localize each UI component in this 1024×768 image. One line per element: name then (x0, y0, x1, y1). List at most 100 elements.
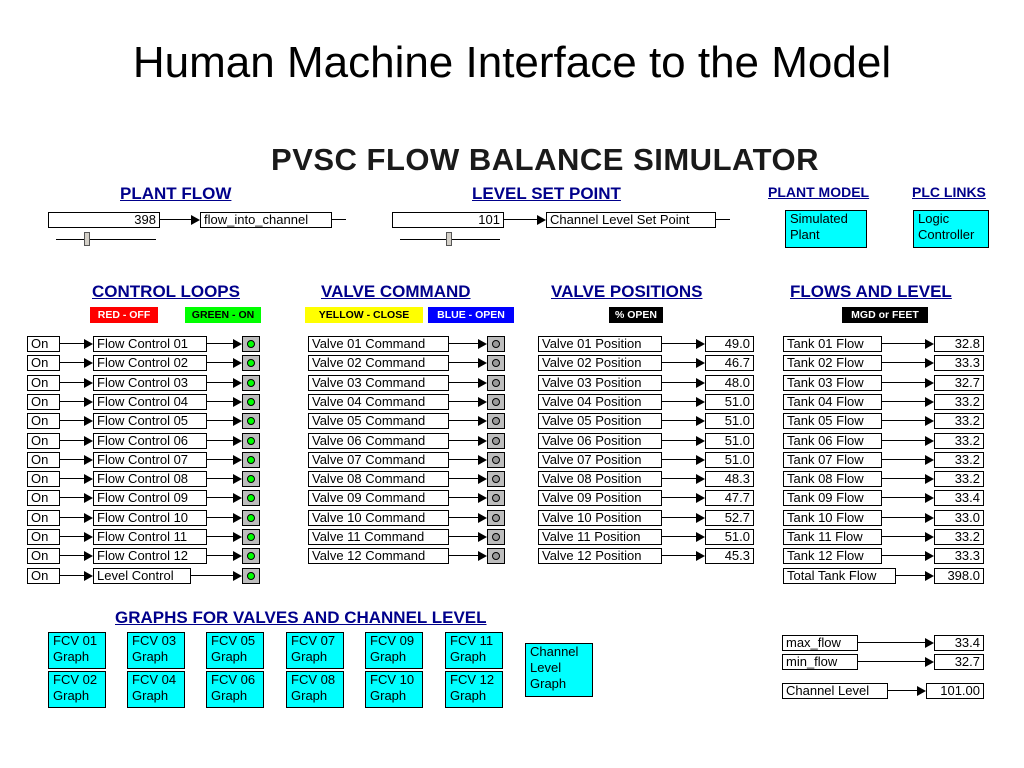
valve-position-label: Valve 09 Position (538, 490, 662, 507)
loop-state-toggle[interactable]: On (27, 432, 60, 449)
flow-value: 33.0 (934, 509, 984, 526)
loop-arrow (60, 510, 93, 526)
flow-value: 33.2 (934, 432, 984, 449)
valve-status-lamp (487, 490, 505, 507)
loop-status-dot (247, 533, 255, 541)
loop-name: Flow Control 03 (93, 374, 207, 391)
valve-command-arrow (449, 471, 487, 487)
plant-flow-value[interactable]: 398 (48, 212, 160, 228)
graph-label: FCV 01 (53, 633, 98, 648)
loop-state-toggle[interactable]: On (27, 451, 60, 468)
loop-name: Flow Control 11 (93, 529, 207, 545)
loop-state-toggle[interactable]: On (27, 355, 60, 372)
loop-status-lamp (242, 393, 260, 410)
loop-state-toggle[interactable]: On (27, 413, 60, 430)
valve-position-label: Valve 12 Position (538, 548, 662, 565)
loop-state-toggle[interactable]: On (27, 471, 60, 488)
loop-state-toggle[interactable]: On (27, 567, 60, 584)
valve-position-value: 51.0 (705, 413, 754, 430)
legend-percent-open: % OPEN (609, 307, 663, 323)
loop-name: Flow Control 04 (93, 393, 207, 410)
graph-label: Graph (53, 649, 90, 664)
valve-command-button[interactable]: Valve 05 Command (308, 413, 449, 430)
valve-position-arrow (662, 375, 705, 391)
legend-mgd-or-feet: MGD or FEET (842, 307, 928, 323)
valve-command-button[interactable]: Valve 04 Command (308, 393, 449, 410)
valve-command-button[interactable]: Valve 07 Command (308, 451, 449, 468)
loop-state-toggle[interactable]: On (27, 529, 60, 545)
loop-status-lamp (242, 548, 260, 565)
valve-position-value: 48.3 (705, 471, 754, 488)
valve-command-button[interactable]: Valve 09 Command (308, 490, 449, 507)
valve-command-button[interactable]: Valve 12 Command (308, 548, 449, 565)
channel-level-graph-button[interactable]: Channel Level Graph (525, 643, 593, 697)
level-set-point-slider-thumb[interactable] (446, 232, 452, 246)
loop-state-toggle[interactable]: On (27, 548, 60, 565)
min-flow-value: 32.7 (934, 654, 984, 670)
simulated-plant-button[interactable]: Simulated Plant (785, 210, 867, 248)
valve-command-button[interactable]: Valve 02 Command (308, 355, 449, 372)
loop-arrow (207, 433, 242, 449)
plant-flow-slider-thumb[interactable] (84, 232, 90, 246)
valve-command-button[interactable]: Valve 03 Command (308, 374, 449, 391)
min-flow-label: min_flow (782, 654, 858, 670)
loop-name: Flow Control 09 (93, 490, 207, 507)
loop-status-dot (247, 340, 255, 348)
valve-status-lamp (487, 509, 505, 526)
valve-status-lamp (487, 413, 505, 430)
valve-position-arrow (662, 471, 705, 487)
valve-status-dot (492, 494, 500, 503)
flow-arrow (882, 355, 934, 371)
loop-status-lamp (242, 471, 260, 488)
valve-command-button[interactable]: Valve 10 Command (308, 509, 449, 526)
valve-status-dot (492, 552, 500, 561)
loop-state-toggle[interactable]: On (27, 374, 60, 391)
loop-state-toggle[interactable]: On (27, 393, 60, 410)
valve-positions-heading: VALVE POSITIONS (551, 282, 703, 301)
graph-label: Graph (132, 649, 169, 664)
loop-arrow (207, 336, 242, 352)
flow-label: Tank 10 Flow (783, 509, 882, 526)
valve-status-dot (492, 417, 500, 426)
loop-arrow (60, 433, 93, 449)
loop-status-dot (247, 513, 255, 522)
valve-command-button[interactable]: Valve 11 Command (308, 529, 449, 545)
channel-level-arrow (888, 683, 926, 699)
loop-status-lamp (242, 336, 260, 352)
channel-graph-line2: Level (530, 660, 562, 675)
graph-label: FCV 12 (450, 672, 495, 687)
valve-command-button[interactable]: Valve 08 Command (308, 471, 449, 488)
loop-state-toggle[interactable]: On (27, 509, 60, 526)
plant-flow-tag: flow_into_channel (200, 212, 332, 228)
valve-command-button[interactable]: Valve 01 Command (308, 336, 449, 352)
valve-position-label: Valve 03 Position (538, 374, 662, 391)
plant-flow-tail (332, 219, 346, 220)
valve-position-label: Valve 02 Position (538, 355, 662, 372)
valve-command-button[interactable]: Valve 06 Command (308, 432, 449, 449)
graph-label: FCV 06 (211, 672, 256, 687)
flow-arrow (882, 490, 934, 506)
valve-status-lamp (487, 355, 505, 372)
level-set-point-value[interactable]: 101 (392, 212, 504, 228)
loop-state-toggle[interactable]: On (27, 336, 60, 352)
valve-position-value: 47.7 (705, 490, 754, 507)
valve-status-dot (492, 455, 500, 464)
logic-controller-button[interactable]: Logic Controller (913, 210, 989, 248)
graph-label: FCV 02 (53, 672, 98, 687)
channel-graph-line1: Channel (530, 644, 579, 659)
valve-status-dot (492, 533, 500, 541)
valve-command-arrow (449, 548, 487, 564)
loop-state-toggle[interactable]: On (27, 490, 60, 507)
